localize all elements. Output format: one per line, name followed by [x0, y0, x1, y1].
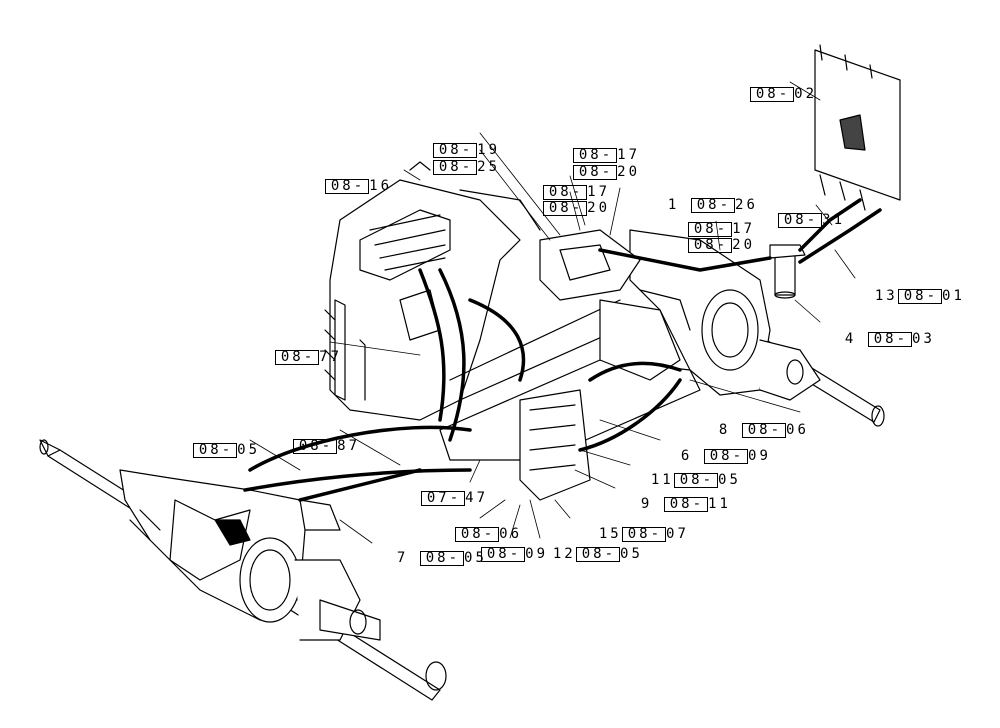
filter — [769, 244, 806, 299]
rear-axle — [39, 439, 447, 701]
callout-07-47: 07-47 — [398, 474, 488, 506]
callout-box: 08- — [575, 547, 621, 562]
callout-08-02: 08-02 — [727, 70, 817, 102]
callout-box: 08- — [572, 148, 618, 163]
callout-box: 08- — [867, 332, 913, 347]
callout-box: 08- — [749, 87, 795, 102]
front-axle — [611, 229, 885, 427]
callout-08-11: 9 08-11 — [640, 496, 731, 512]
callout-box: 08- — [690, 198, 736, 213]
callout-box: 08- — [454, 527, 500, 542]
callout-box: 08- — [542, 201, 588, 216]
callout-08-20-right: 08-20 — [665, 221, 755, 253]
callout-08-20-top: 08-20 — [550, 148, 640, 180]
callout-box: 08- — [673, 473, 719, 488]
callout-08-25: 08-25 — [410, 143, 500, 175]
callout-08-09: 6 08-09 — [680, 448, 771, 464]
callout-08-77: 08-77 — [252, 333, 342, 365]
callout-box: 08- — [324, 179, 370, 194]
engine-body — [324, 161, 541, 421]
callout-box: 08- — [192, 443, 238, 458]
callout-box: 08- — [621, 527, 667, 542]
callout-08-03: 4 08-03 — [844, 331, 935, 347]
callout-box: 08- — [432, 160, 478, 175]
hoses — [243, 198, 882, 502]
callout-box: 08- — [542, 185, 588, 200]
callout-08-20-mid: 08-20 — [520, 184, 610, 216]
callout-08-17-right: 08-17 — [665, 205, 755, 237]
callout-08-16: 08-16 — [302, 162, 392, 194]
callout-08-05-b: 08-05 — [170, 426, 260, 458]
callout-08-31: 08-31 — [755, 196, 845, 228]
callout-box: 08- — [663, 497, 709, 512]
callout-box: 08- — [274, 350, 320, 365]
callout-08-17-top: 08-17 — [550, 131, 640, 163]
callout-08-19: 08-19 — [410, 126, 500, 158]
callout-box: 08- — [419, 551, 465, 566]
callout-box: 08- — [741, 423, 787, 438]
callout-box: 08- — [480, 547, 526, 562]
callout-08-05-c: 7 08-05 — [396, 550, 487, 566]
callout-08-17-mid: 08-17 — [520, 168, 610, 200]
leader-lines — [249, 81, 856, 544]
callout-box: 08- — [292, 439, 338, 454]
callout-box: 07- — [420, 491, 466, 506]
callout-08-06-b: 08-06 — [432, 510, 522, 542]
oil-cooler — [814, 44, 901, 211]
callout-box: 08- — [432, 143, 478, 158]
callout-08-09-b: 08-09 — [458, 530, 548, 562]
callout-08-87: 08-87 — [270, 422, 360, 454]
callout-box: 08- — [687, 222, 733, 237]
callout-box: 08- — [703, 449, 749, 464]
callout-box: 08- — [687, 238, 733, 253]
callout-08-06: 8 08-06 — [718, 422, 809, 438]
callout-box: 08- — [897, 289, 943, 304]
callout-box: 08- — [777, 213, 823, 228]
callout-08-26: 1 08-26 — [667, 197, 758, 213]
central-frame — [439, 229, 701, 501]
callout-box: 08- — [572, 165, 618, 180]
